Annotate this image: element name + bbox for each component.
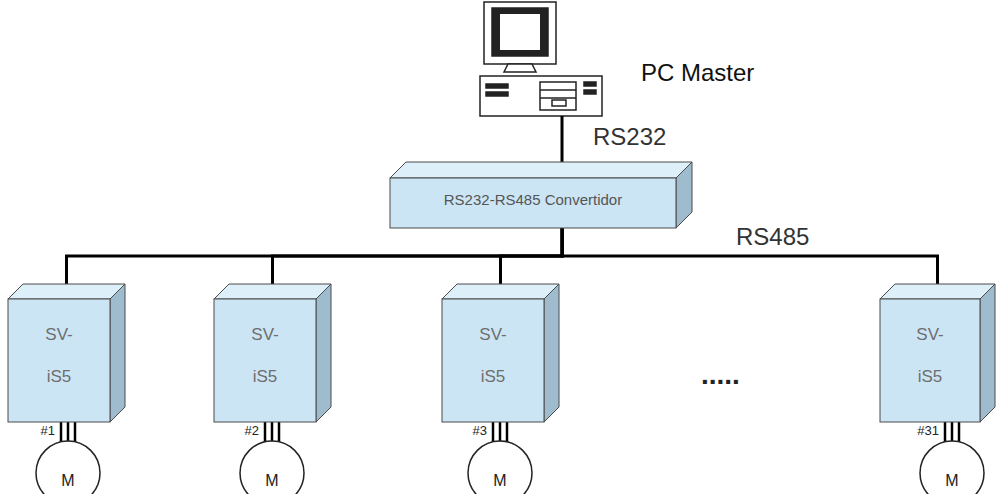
- connector-stroke: [74, 422, 77, 442]
- box-text: iS5: [918, 368, 943, 387]
- box-side-face: [676, 162, 692, 228]
- connector-stroke: [499, 422, 502, 442]
- pc-monitor: [484, 2, 556, 72]
- box-outline: [8, 284, 125, 422]
- rs485-bus-line: [67, 228, 563, 284]
- box-side-face: [316, 284, 331, 422]
- motor-outline: [468, 441, 532, 494]
- box-text: SV-: [916, 326, 943, 345]
- motor-circle: M: [467, 440, 533, 494]
- box-front-face: [214, 299, 316, 422]
- motor-circle: M: [239, 440, 305, 494]
- box-text: RS232-RS485 Convertidor: [444, 192, 622, 209]
- signal-label: RS485: [735, 224, 810, 250]
- box-outline: [214, 284, 331, 422]
- rs232-cable: [561, 116, 564, 168]
- motor-letter: M: [61, 472, 74, 490]
- connector-stroke: [67, 422, 70, 442]
- box-outline: [880, 284, 995, 422]
- connector-stroke: [492, 422, 495, 442]
- connector-stroke: [278, 422, 281, 442]
- converter-box: RS232-RS485 Convertidor: [390, 162, 692, 228]
- box-text: SV-: [479, 326, 506, 345]
- motor-cable: [945, 422, 959, 442]
- motor-outline: [920, 441, 984, 494]
- box-text: SV-: [45, 326, 72, 345]
- pc-case: [480, 76, 602, 116]
- callout-number: #1: [40, 424, 56, 438]
- callout-number: #3: [472, 424, 488, 438]
- box-text: SV-: [251, 326, 278, 345]
- inverter-box: SV-iS5: [442, 284, 559, 422]
- connector-stroke: [264, 422, 267, 442]
- box-top-face: [214, 284, 331, 299]
- box-side-face: [980, 284, 995, 422]
- motor-letter: M: [493, 472, 506, 490]
- callout-number: #31: [916, 424, 940, 438]
- inverter-box: SV-iS5: [880, 284, 995, 422]
- connector-stroke: [501, 228, 563, 284]
- connector-stroke: [506, 422, 509, 442]
- box-text: iS5: [481, 368, 506, 387]
- box-text: iS5: [47, 368, 72, 387]
- motor-cable: [265, 422, 279, 442]
- inverter-box: SV-iS5: [8, 284, 125, 422]
- connector-stroke: [951, 422, 954, 442]
- device-label: PC Master: [640, 60, 755, 86]
- box-side-face: [544, 284, 559, 422]
- box-front-face: [8, 299, 110, 422]
- motor-outline: [36, 441, 100, 494]
- motor-cable: [61, 422, 75, 442]
- callout-number: #2: [244, 424, 260, 438]
- connector-stroke: [958, 422, 961, 442]
- connector-stroke: [944, 422, 947, 442]
- motor-outline: [240, 441, 304, 494]
- motor-circle: M: [919, 440, 985, 494]
- rs485-bus-line: [501, 228, 563, 284]
- signal-label: RS232: [592, 124, 667, 150]
- box-front-face: [880, 299, 980, 422]
- connector-stroke: [271, 422, 274, 442]
- connector-stroke: [67, 228, 563, 284]
- box-side-face: [110, 284, 125, 422]
- box-top-face: [8, 284, 125, 299]
- ellipsis-mark: .....: [700, 360, 741, 391]
- motor-circle: M: [35, 440, 101, 494]
- box-top-face: [390, 162, 692, 178]
- rs485-bus-line: [273, 228, 563, 284]
- box-front-face: [442, 299, 544, 422]
- box-front-face: [390, 178, 676, 228]
- box-top-face: [880, 284, 995, 299]
- connector-stroke: [60, 422, 63, 442]
- motor-letter: M: [945, 472, 958, 490]
- connector-stroke: [273, 228, 563, 284]
- inverter-box: SV-iS5: [214, 284, 331, 422]
- box-top-face: [442, 284, 559, 299]
- motor-letter: M: [265, 472, 278, 490]
- box-text: iS5: [253, 368, 278, 387]
- box-outline: [442, 284, 559, 422]
- motor-cable: [493, 422, 507, 442]
